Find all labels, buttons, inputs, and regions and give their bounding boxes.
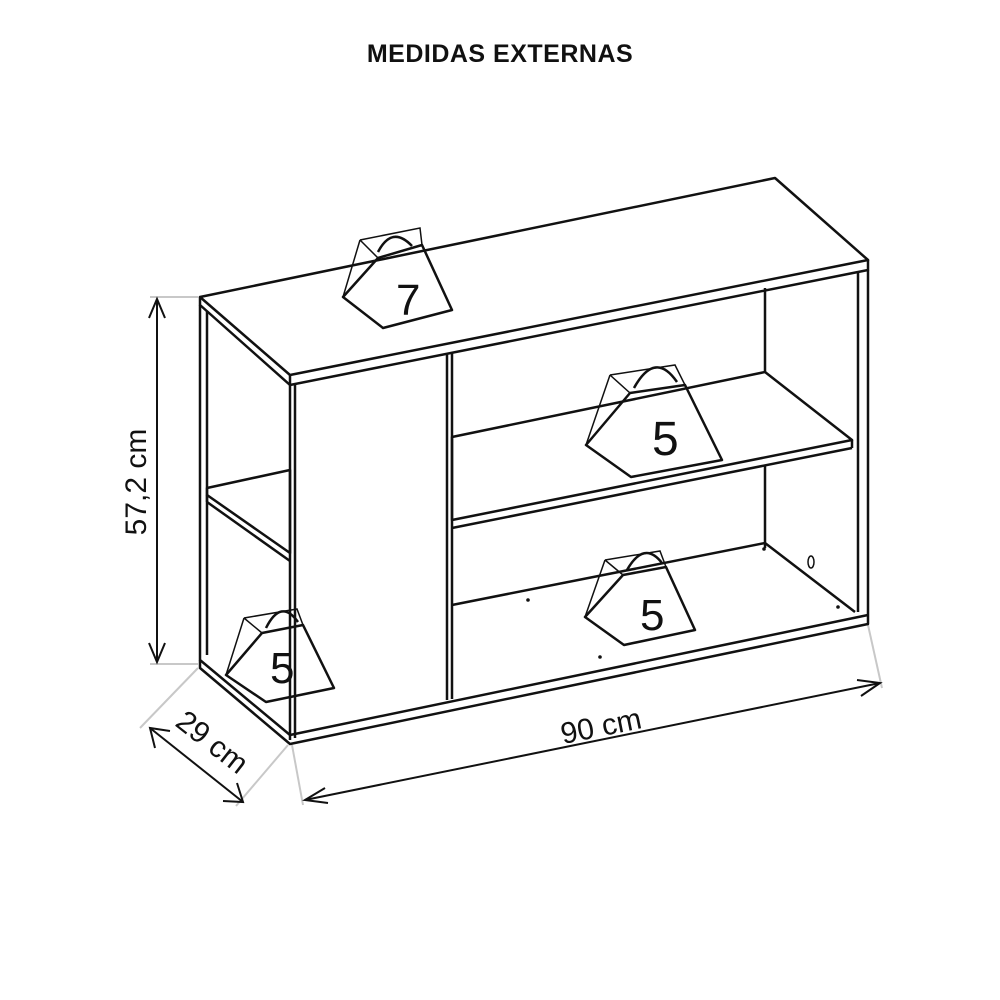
weight-left-bottom: 5: [224, 608, 336, 704]
left-shelf: [205, 468, 292, 555]
depth-dimension: 29 cm: [148, 704, 254, 804]
width-dimension: 90 cm: [302, 679, 883, 804]
height-dimension: 57,2 cm: [120, 296, 166, 665]
weight-upper-shelf: 5: [584, 364, 724, 479]
weight-value: 5: [640, 591, 664, 640]
lower-shelf: [451, 541, 856, 613]
weight-lower-shelf: 5: [583, 550, 697, 647]
weight-value: 5: [270, 644, 294, 693]
weight-value: 7: [396, 276, 420, 325]
bottom-board: [198, 616, 870, 746]
diagram-title: MEDIDAS EXTERNAS: [366, 40, 634, 68]
cabinet: [198, 176, 870, 746]
height-label: 57,2 cm: [120, 429, 153, 536]
top-board: [198, 176, 870, 377]
weight-value: 5: [652, 413, 679, 466]
depth-label: 29 cm: [169, 704, 254, 780]
extension-lines: [139, 296, 883, 807]
weight-top: 7: [341, 227, 454, 330]
width-label: 90 cm: [558, 702, 645, 751]
